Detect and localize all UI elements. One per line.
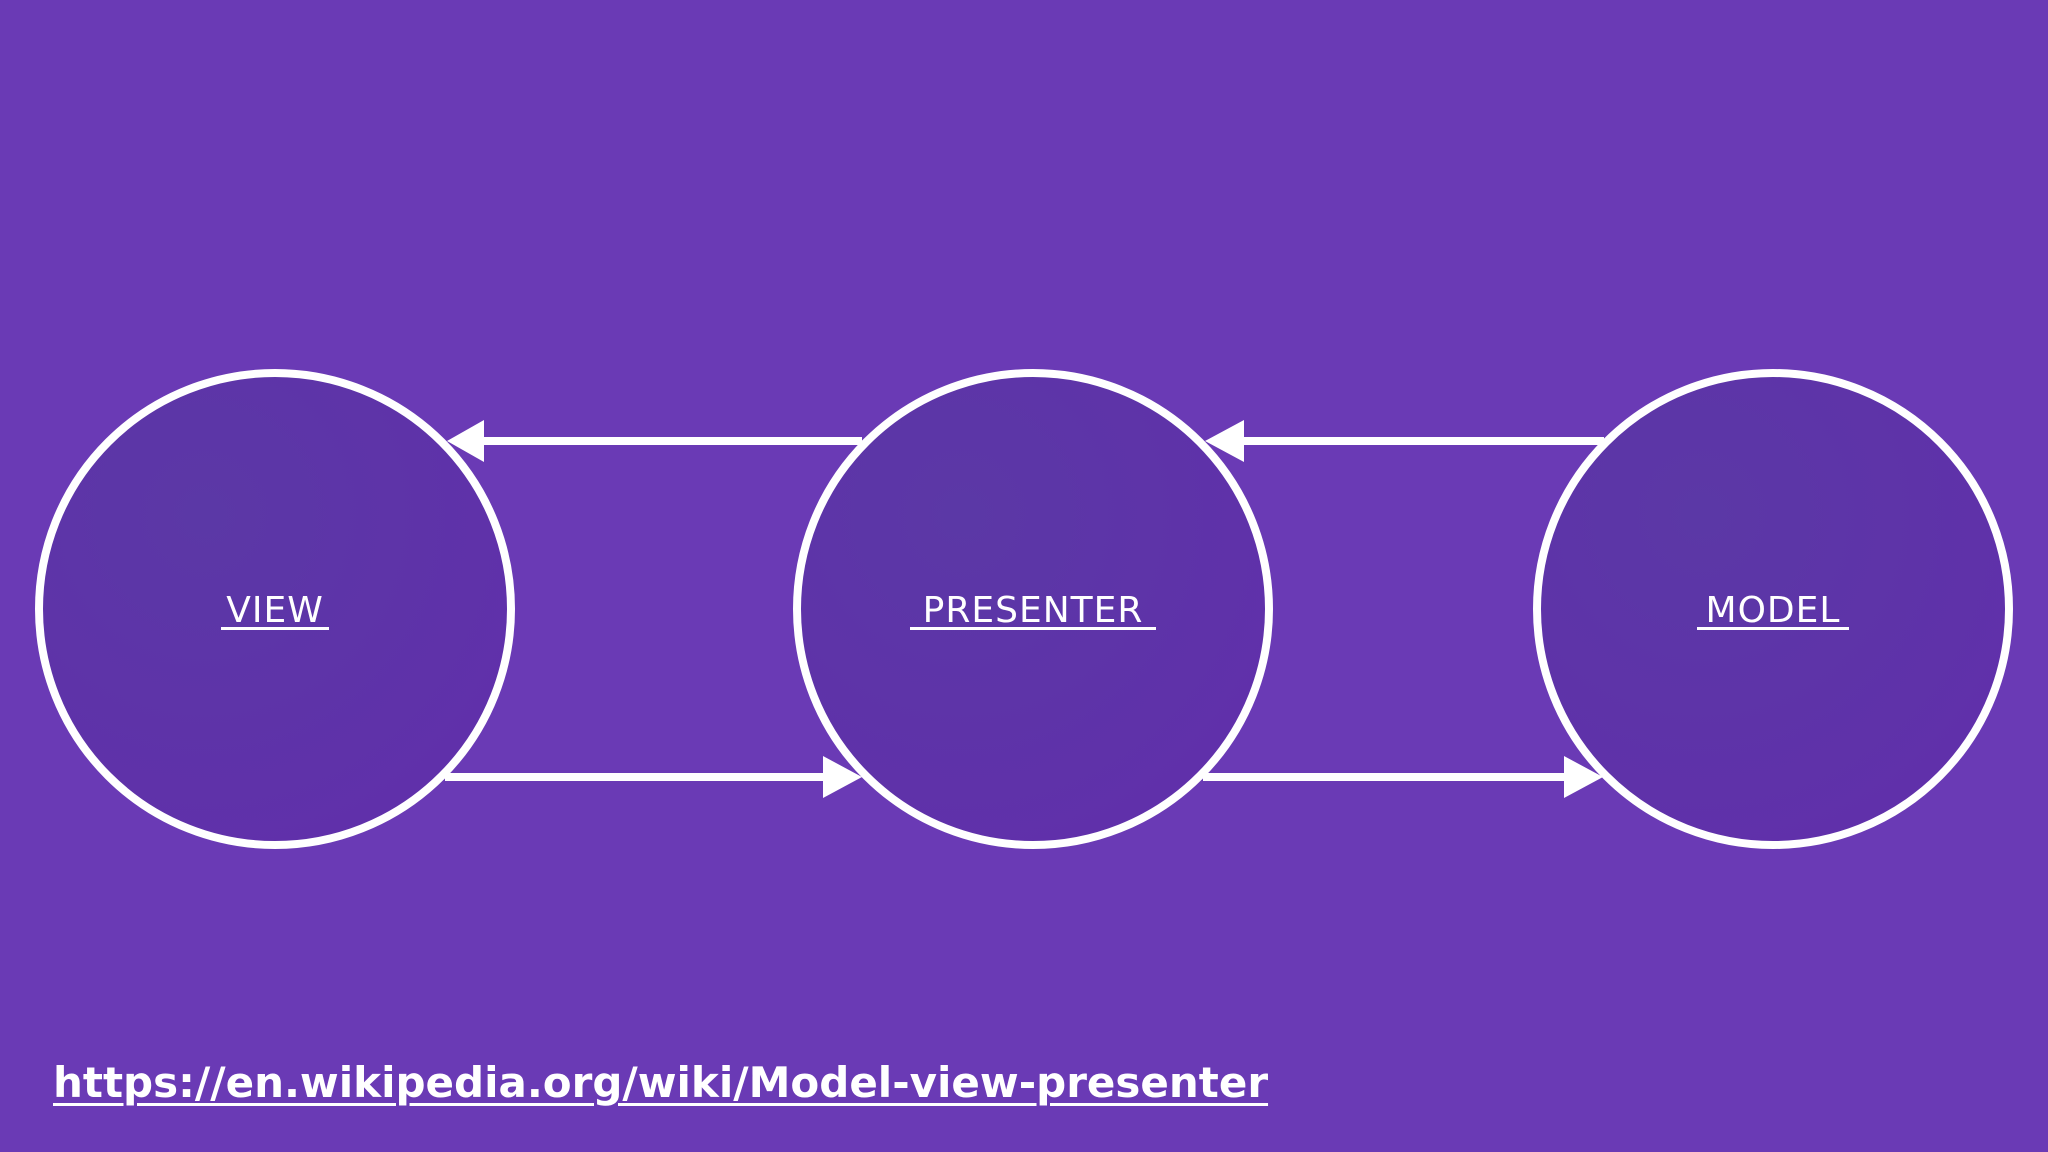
label-underlines [221,627,1849,630]
node-model: MODEL [1533,369,2013,849]
edges [445,420,1604,798]
node-view-label: VIEW [226,590,324,631]
node-view: VIEW [35,369,515,849]
arrowhead-icon [447,420,484,462]
arrowhead-icon [1564,756,1603,798]
arrowhead-icon [823,756,862,798]
edge-model-to-presenter [1205,420,1604,462]
source-link[interactable]: https://en.wikipedia.org/wiki/Model-view… [53,1058,1269,1107]
node-presenter-label: PRESENTER [923,590,1144,631]
node-model-label: MODEL [1706,590,1841,631]
node-presenter: PRESENTER [793,369,1273,849]
edge-presenter-to-model [1203,756,1603,798]
edge-presenter-to-view [447,420,862,462]
edge-view-to-presenter [445,756,862,798]
arrowhead-icon [1205,420,1244,462]
